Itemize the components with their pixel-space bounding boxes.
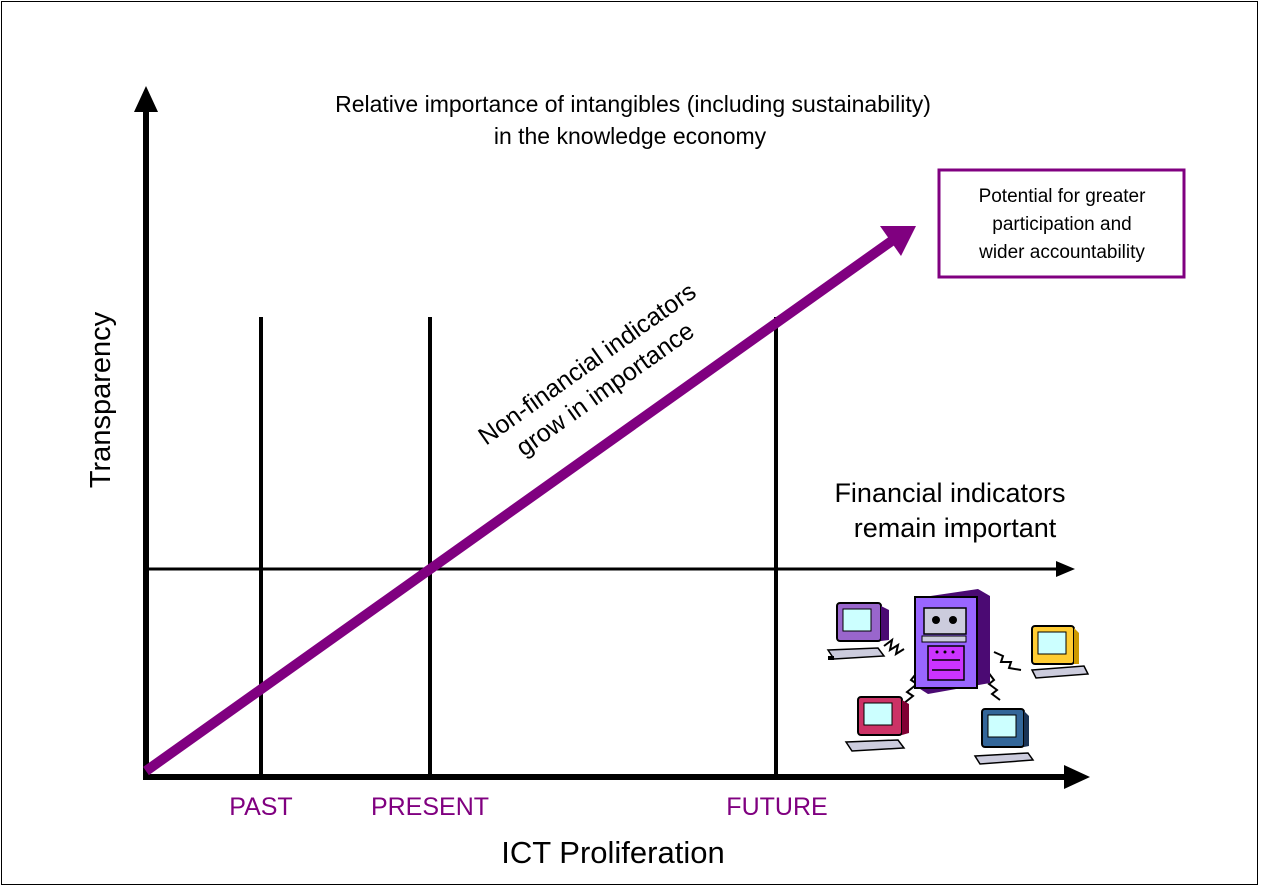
network-link-red bbox=[902, 669, 920, 705]
y-axis-arrowhead bbox=[134, 86, 158, 112]
x-axis-arrowhead bbox=[1064, 765, 1090, 789]
computer-blue-icon bbox=[973, 708, 1035, 765]
financial-arrow-head bbox=[1056, 561, 1075, 577]
computer-purple-icon bbox=[826, 602, 889, 660]
computer-network-illustration bbox=[826, 589, 1090, 765]
y-axis-label: Transparency bbox=[85, 311, 117, 488]
rising-label-line-1: Non-financial indicators bbox=[473, 277, 701, 450]
network-link-purple bbox=[883, 637, 905, 657]
network-link-yellow bbox=[993, 651, 1022, 671]
computer-yellow-icon bbox=[1030, 625, 1090, 679]
era-label-present: PRESENT bbox=[371, 793, 489, 821]
diagram-title-line-1: Relative importance of intangibles (incl… bbox=[335, 91, 931, 117]
x-axis-label: ICT Proliferation bbox=[501, 835, 724, 870]
callout-box bbox=[937, 168, 1186, 279]
non-financial-arrow-line bbox=[143, 235, 896, 776]
financial-label-line-1: Financial indicators bbox=[834, 478, 1065, 508]
server-tower-icon bbox=[914, 589, 990, 694]
non-financial-arrowhead bbox=[880, 226, 916, 256]
computer-red-icon bbox=[844, 696, 909, 752]
network-link-blue bbox=[987, 671, 1001, 701]
callout-line-3: wider accountability bbox=[978, 242, 1145, 263]
era-label-past: PAST bbox=[229, 793, 292, 821]
callout-line-1: Potential for greater bbox=[979, 186, 1147, 207]
callout-line-2: participation and bbox=[992, 214, 1131, 235]
era-label-future: FUTURE bbox=[726, 793, 827, 821]
financial-label-line-2: remain important bbox=[854, 513, 1057, 543]
diagram-title-line-2: in the knowledge economy bbox=[494, 123, 767, 149]
